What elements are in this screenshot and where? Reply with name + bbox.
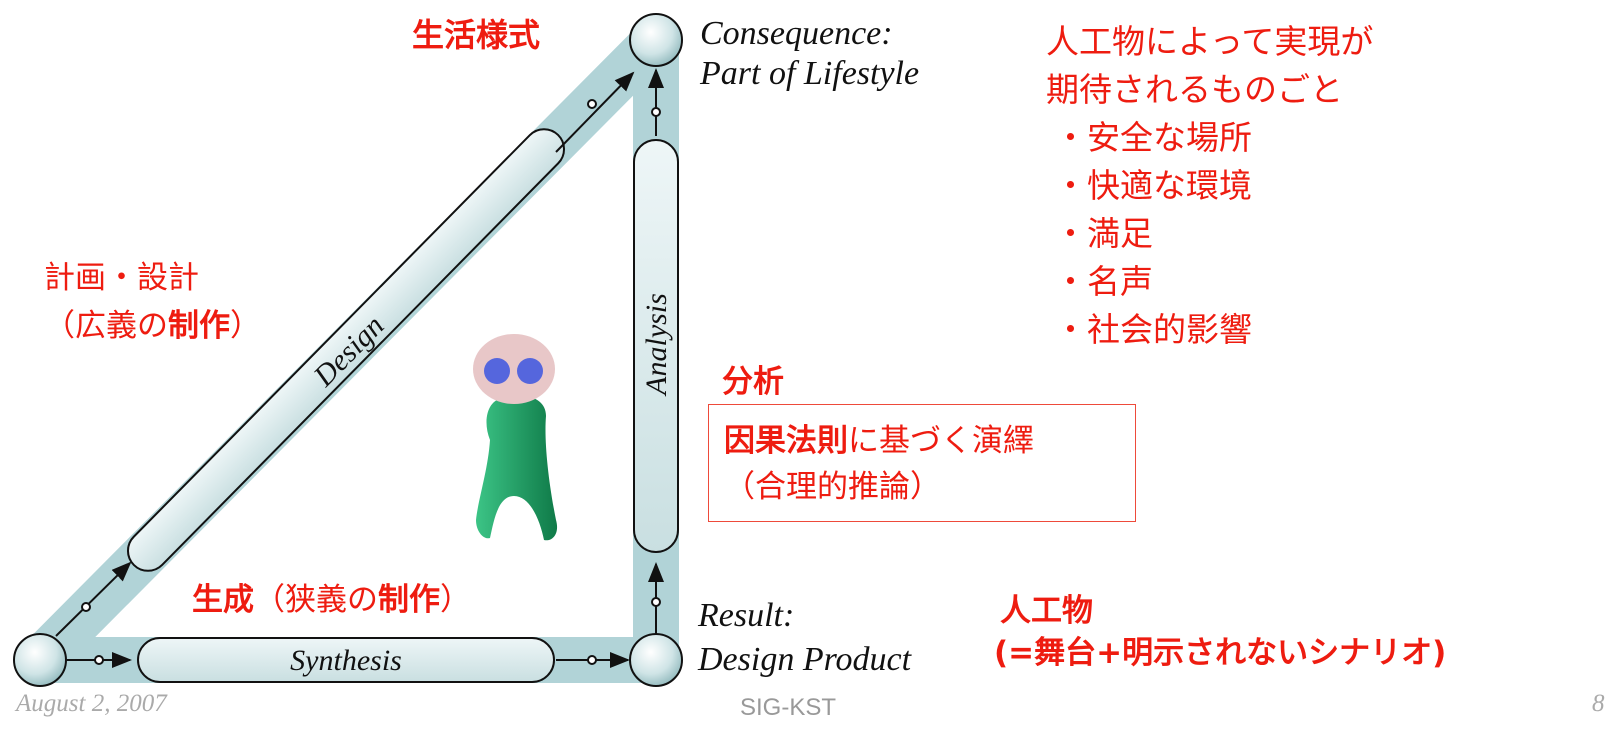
expectations-heading-line1: 人工物によって実現が — [1046, 22, 1374, 61]
consequence-label: Consequence: Part of Lifestyle — [700, 14, 919, 94]
reasoning-box — [708, 404, 1136, 522]
artifact-label: 人工物 (=舞台+明示されないシナリオ) — [994, 590, 1446, 674]
lifestyle-label: 生活様式 — [412, 16, 541, 54]
result-label: Result: Design Product — [698, 594, 911, 682]
design-pill — [126, 128, 566, 572]
reasoning-line2: （合理的推論） — [724, 469, 941, 505]
planning-line1: 計画・設計 — [44, 260, 199, 296]
planning-paren-close: ） — [230, 308, 261, 344]
designer-figure — [473, 334, 558, 541]
planning-paren-open: （広義の — [44, 308, 168, 344]
list-item: ・満足 — [1054, 214, 1153, 253]
planning-broad-production: 制作 — [168, 308, 230, 344]
footer-date: August 2, 2007 — [16, 690, 167, 717]
artifact-line1: 人工物 — [1000, 593, 1093, 629]
artifact-line2: (=舞台+明示されないシナリオ) — [994, 635, 1447, 671]
planning-label: 計画・設計 （広義の制作） — [44, 254, 261, 350]
analysis-jp-label: 分析 — [722, 364, 784, 400]
footer-center: SIG-KST — [740, 694, 837, 721]
flow-arrows — [55, 68, 664, 668]
expectations-block: 人工物によって実現が 期待されるものごと ・安全な場所 ・快適な環境 ・満足 ・… — [1046, 18, 1373, 354]
reasoning-text: 因果法則に基づく演繹 （合理的推論） — [724, 418, 1034, 510]
generation-narrow-production: 制作 — [378, 582, 440, 618]
figure-body — [476, 396, 558, 541]
analysis-pill — [633, 139, 679, 553]
planning-line2: （広義の制作） — [44, 302, 261, 350]
result-line1: Result: — [698, 597, 795, 634]
consequence-line1: Consequence: — [700, 15, 893, 52]
expectations-heading-line2: 期待されるものごと — [1046, 70, 1343, 109]
node-result — [629, 633, 683, 687]
figure-right-eye — [517, 358, 543, 384]
generation-word: 生成 — [192, 582, 254, 618]
causal-law: 因果法則 — [724, 423, 848, 459]
node-origin — [13, 633, 67, 687]
synthesis-phase-label: Synthesis — [290, 644, 402, 677]
result-line2: Design Product — [698, 641, 912, 678]
list-item: ・快適な環境 — [1054, 166, 1252, 205]
reasoning-line1: 因果法則に基づく演繹 — [724, 418, 1034, 464]
list-item: ・名声 — [1054, 262, 1153, 301]
list-item: ・安全な場所 — [1054, 118, 1252, 157]
generation-paren-open: （狭義の — [254, 582, 378, 618]
list-item: ・社会的影響 — [1054, 310, 1252, 349]
figure-head — [473, 334, 555, 404]
deduction-text: に基づく演繹 — [848, 423, 1034, 459]
figure-left-eye — [484, 358, 510, 384]
expectations-list: ・安全な場所 ・快適な環境 ・満足 ・名声 ・社会的影響 — [1046, 114, 1373, 354]
generation-paren-close: ） — [440, 582, 471, 618]
consequence-line2: Part of Lifestyle — [700, 55, 920, 92]
page-number: 8 — [1592, 690, 1605, 717]
node-consequence — [629, 13, 683, 67]
generation-label: 生成（狭義の制作） — [192, 574, 471, 619]
analysis-phase-label: Analysis — [640, 293, 673, 397]
synthesis-pill — [137, 637, 555, 683]
